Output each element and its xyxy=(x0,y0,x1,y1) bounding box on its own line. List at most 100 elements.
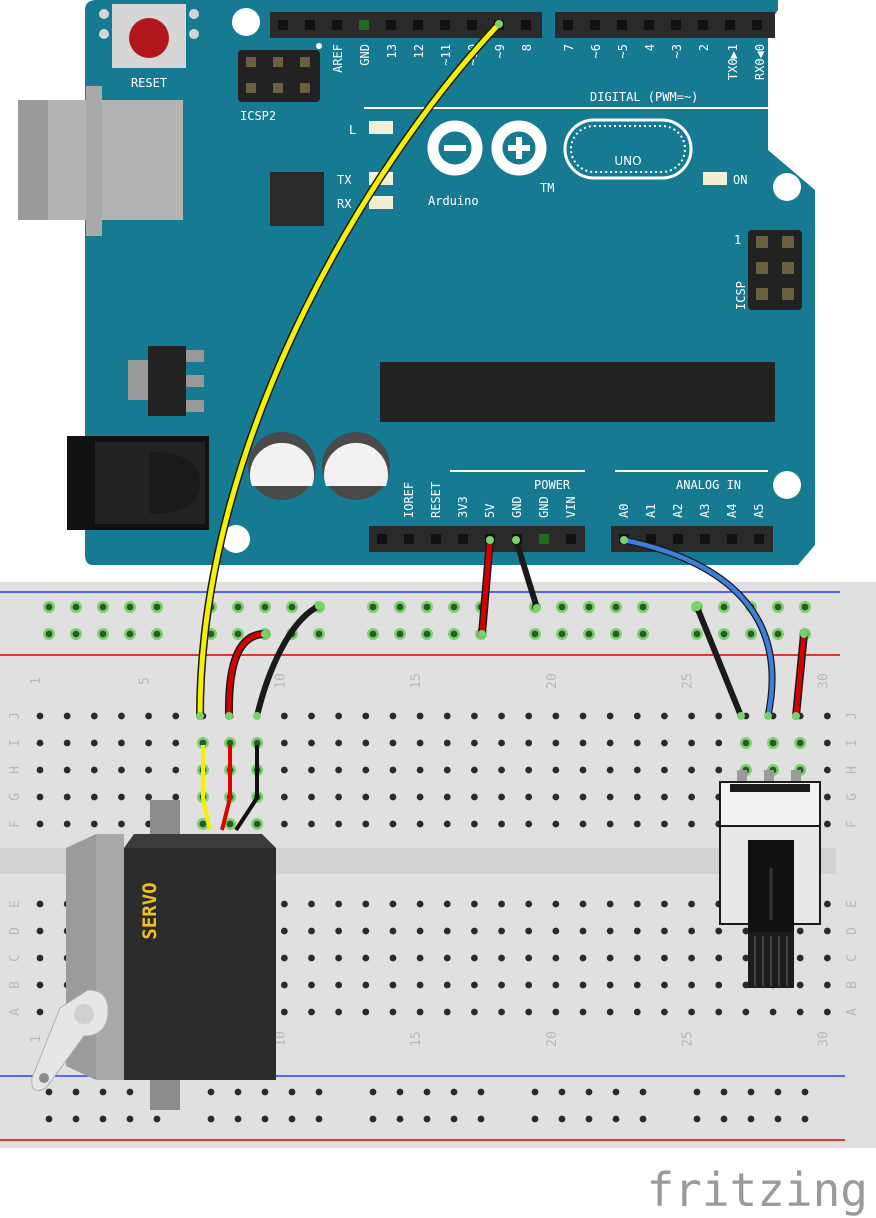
power-pin-label: IOREF xyxy=(402,482,416,518)
breadboard-hole xyxy=(715,712,723,720)
power-pin-label: 5V xyxy=(483,504,497,518)
rail-hole xyxy=(207,1088,215,1096)
digital-label: DIGITAL (PWM=~) xyxy=(590,90,698,104)
rail-hole xyxy=(153,1115,161,1123)
row-letter: D xyxy=(845,927,860,935)
rail-hole xyxy=(612,603,620,611)
rail-hole xyxy=(693,1088,701,1096)
breadboard-hole xyxy=(90,793,98,801)
breadboard-hole xyxy=(389,900,397,908)
rail-hole xyxy=(423,630,431,638)
rail-hole xyxy=(261,1088,269,1096)
breadboard-hole xyxy=(471,981,478,989)
servo-horn xyxy=(31,989,109,1091)
breadboard-hole xyxy=(118,820,125,828)
breadboard-hole xyxy=(90,712,98,720)
board-5v-wire[interactable] xyxy=(479,537,493,637)
breadboard-hole xyxy=(606,981,614,989)
breadboard-hole xyxy=(742,981,750,989)
column-number: 20 xyxy=(545,1031,560,1047)
breadboard-hole xyxy=(661,954,668,962)
board-gnd-wire[interactable] xyxy=(513,537,540,611)
pot-power-wire[interactable] xyxy=(793,631,807,719)
breadboard-hole xyxy=(715,954,723,962)
breadboard-hole xyxy=(498,981,505,989)
servo-ground-wire[interactable] xyxy=(254,603,322,719)
rail-hole xyxy=(477,1115,485,1123)
breadboard-hole xyxy=(552,981,560,989)
breadboard-hole xyxy=(579,739,587,747)
led-l xyxy=(369,121,393,134)
breadboard-hole xyxy=(688,766,695,774)
reset-button[interactable] xyxy=(99,4,199,68)
breadboard-hole xyxy=(443,954,451,962)
servo-power-wire[interactable] xyxy=(226,631,268,719)
row-letter: F xyxy=(8,820,23,828)
breadboard-hole xyxy=(389,927,397,935)
column-number: 15 xyxy=(409,1031,424,1047)
breadboard-hole xyxy=(579,900,587,908)
analog-wire[interactable] xyxy=(621,537,775,719)
breadboard-hole xyxy=(552,900,560,908)
breadboard-hole xyxy=(63,766,71,774)
rail-hole xyxy=(99,1088,107,1096)
breadboard-hole xyxy=(416,927,424,935)
power-jack xyxy=(67,436,209,530)
mount-hole xyxy=(773,471,801,499)
breadboard-hole xyxy=(36,793,44,801)
breadboard-hole xyxy=(579,954,587,962)
analog-pin-label: A1 xyxy=(644,504,658,518)
breadboard-hole xyxy=(471,954,478,962)
rail-hole xyxy=(450,603,458,611)
breadboard-hole xyxy=(280,927,288,935)
rail-hole xyxy=(72,603,80,611)
header-pin xyxy=(539,534,549,544)
row-letter: B xyxy=(845,981,860,989)
breadboard-hole xyxy=(36,981,44,989)
digital-pin-label: TX0▶1 xyxy=(726,44,740,80)
header-pin xyxy=(700,534,710,544)
breadboard-hole xyxy=(308,739,315,747)
minus-sign xyxy=(444,145,466,151)
column-number: 1 xyxy=(29,1035,44,1043)
breadboard-hole xyxy=(688,793,695,801)
header-pin xyxy=(725,20,735,30)
led-l-label: L xyxy=(349,123,356,137)
breadboard-hole xyxy=(769,739,777,747)
breadboard-hole xyxy=(362,739,370,747)
rail-hole xyxy=(45,1088,53,1096)
header-pin xyxy=(617,20,627,30)
rail-hole xyxy=(315,630,323,638)
breadboard-hole xyxy=(118,766,125,774)
led-on xyxy=(703,172,727,185)
row-letter: I xyxy=(845,739,860,747)
breadboard-hole xyxy=(118,793,125,801)
breadboard-hole xyxy=(525,820,533,828)
rail-hole xyxy=(396,1088,404,1096)
breadboard-hole xyxy=(36,1008,44,1016)
breadboard-hole xyxy=(335,739,343,747)
breadboard-hole xyxy=(552,793,560,801)
signal-wire[interactable] xyxy=(197,21,502,719)
servo-power-lead xyxy=(220,745,232,831)
breadboard-hole xyxy=(471,766,478,774)
analog-header xyxy=(611,526,773,552)
analog-pin-label: A2 xyxy=(671,504,685,518)
mount-hole xyxy=(222,525,250,553)
breadboard-hole xyxy=(416,981,424,989)
pot-ground-wire[interactable] xyxy=(694,604,744,719)
rail-hole xyxy=(126,603,134,611)
breadboard-hole xyxy=(633,981,641,989)
breadboard-hole xyxy=(308,954,315,962)
breadboard-hole xyxy=(688,820,695,828)
row-letter: C xyxy=(8,954,23,962)
breadboard-hole xyxy=(145,793,153,801)
breadboard-hole xyxy=(688,900,695,908)
digital-pin-label: ~9 xyxy=(493,44,507,58)
breadboard-hole xyxy=(118,712,125,720)
rail-hole xyxy=(369,603,377,611)
breadboard-hole xyxy=(661,739,668,747)
breadboard-hole xyxy=(823,954,831,962)
breadboard-hole xyxy=(579,820,587,828)
breadboard-hole xyxy=(335,927,343,935)
